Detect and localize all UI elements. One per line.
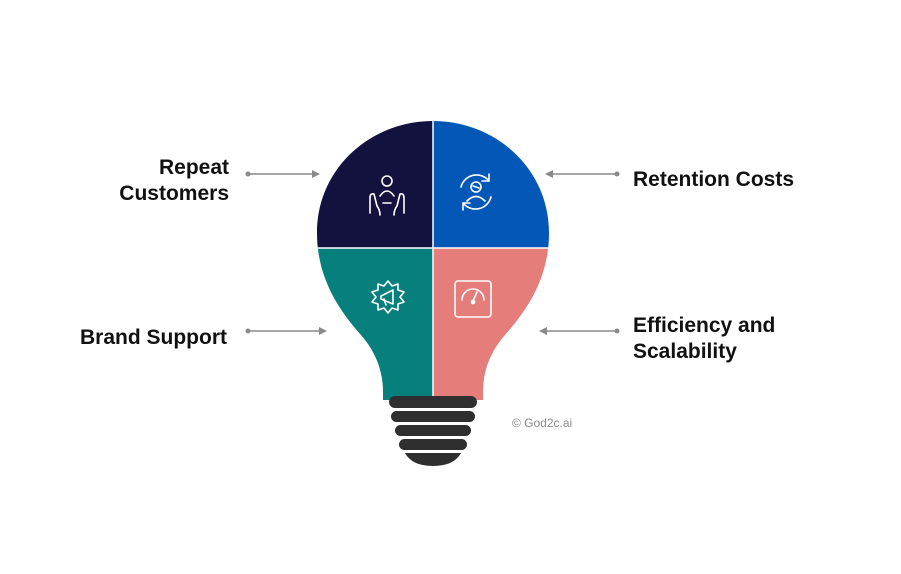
quadrant-retention-costs <box>433 121 549 248</box>
label-repeat-customers: Repeat Customers <box>119 155 229 207</box>
bulb-base <box>389 396 477 466</box>
megaphone-badge-icon <box>371 280 405 314</box>
label-efficiency-scalability-line2: Scalability <box>633 340 737 363</box>
quadrant-brand-support <box>317 248 433 400</box>
arrow-brand-support <box>245 327 327 335</box>
label-brand-support: Brand Support <box>80 325 227 351</box>
label-repeat-customers-line1: Repeat <box>158 156 229 179</box>
bulb-glass <box>317 121 549 400</box>
label-repeat-customers-line2: Customers <box>119 182 229 205</box>
person-cycle-icon <box>460 173 492 211</box>
quadrant-repeat-customers <box>317 121 433 248</box>
label-efficiency-scalability: Efficiency and Scalability <box>633 313 775 365</box>
gauge-icon <box>454 280 492 318</box>
arrow-repeat-customers <box>245 170 320 178</box>
label-retention-costs: Retention Costs <box>633 167 794 193</box>
copyright-credit: © God2c.ai <box>512 416 573 430</box>
hands-person-icon <box>369 175 405 216</box>
arrow-efficiency-scalability <box>539 327 620 335</box>
label-retention-costs-line1: Retention Costs <box>633 168 795 191</box>
label-efficiency-scalability-line1: Efficiency and <box>633 314 776 337</box>
quadrant-efficiency-scalability <box>433 248 549 400</box>
arrow-retention-costs <box>545 170 620 178</box>
label-brand-support-line1: Brand Support <box>80 326 227 349</box>
